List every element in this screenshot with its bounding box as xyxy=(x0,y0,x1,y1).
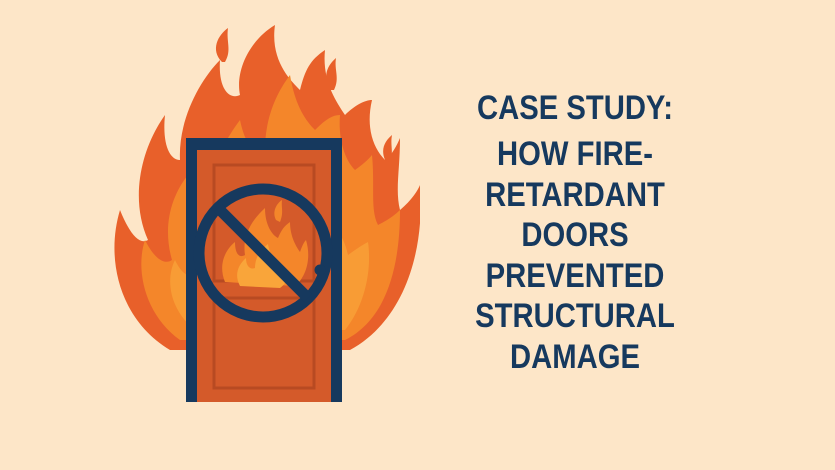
headline-line-1: HOW FIRE- xyxy=(497,135,653,173)
flames-icon xyxy=(114,25,420,402)
headline-line-6: DAMAGE xyxy=(510,337,640,376)
small-fire-icon xyxy=(222,200,309,288)
door-knob-icon xyxy=(314,264,326,276)
headline-line-3: DOORS xyxy=(521,216,629,254)
fire-door-illustration xyxy=(100,20,420,420)
headline-line-5: STRUCTURAL xyxy=(475,297,675,335)
prohibition-sign-icon xyxy=(193,183,333,323)
case-study-kicker: CASE STUDY: xyxy=(476,89,674,127)
headline-line-4: PREVENTED xyxy=(485,256,665,295)
headline-line-2: RETARDANT xyxy=(485,175,665,214)
title-block: CASE STUDY: HOW FIRE- RETARDANT DOORS PR… xyxy=(445,88,705,377)
